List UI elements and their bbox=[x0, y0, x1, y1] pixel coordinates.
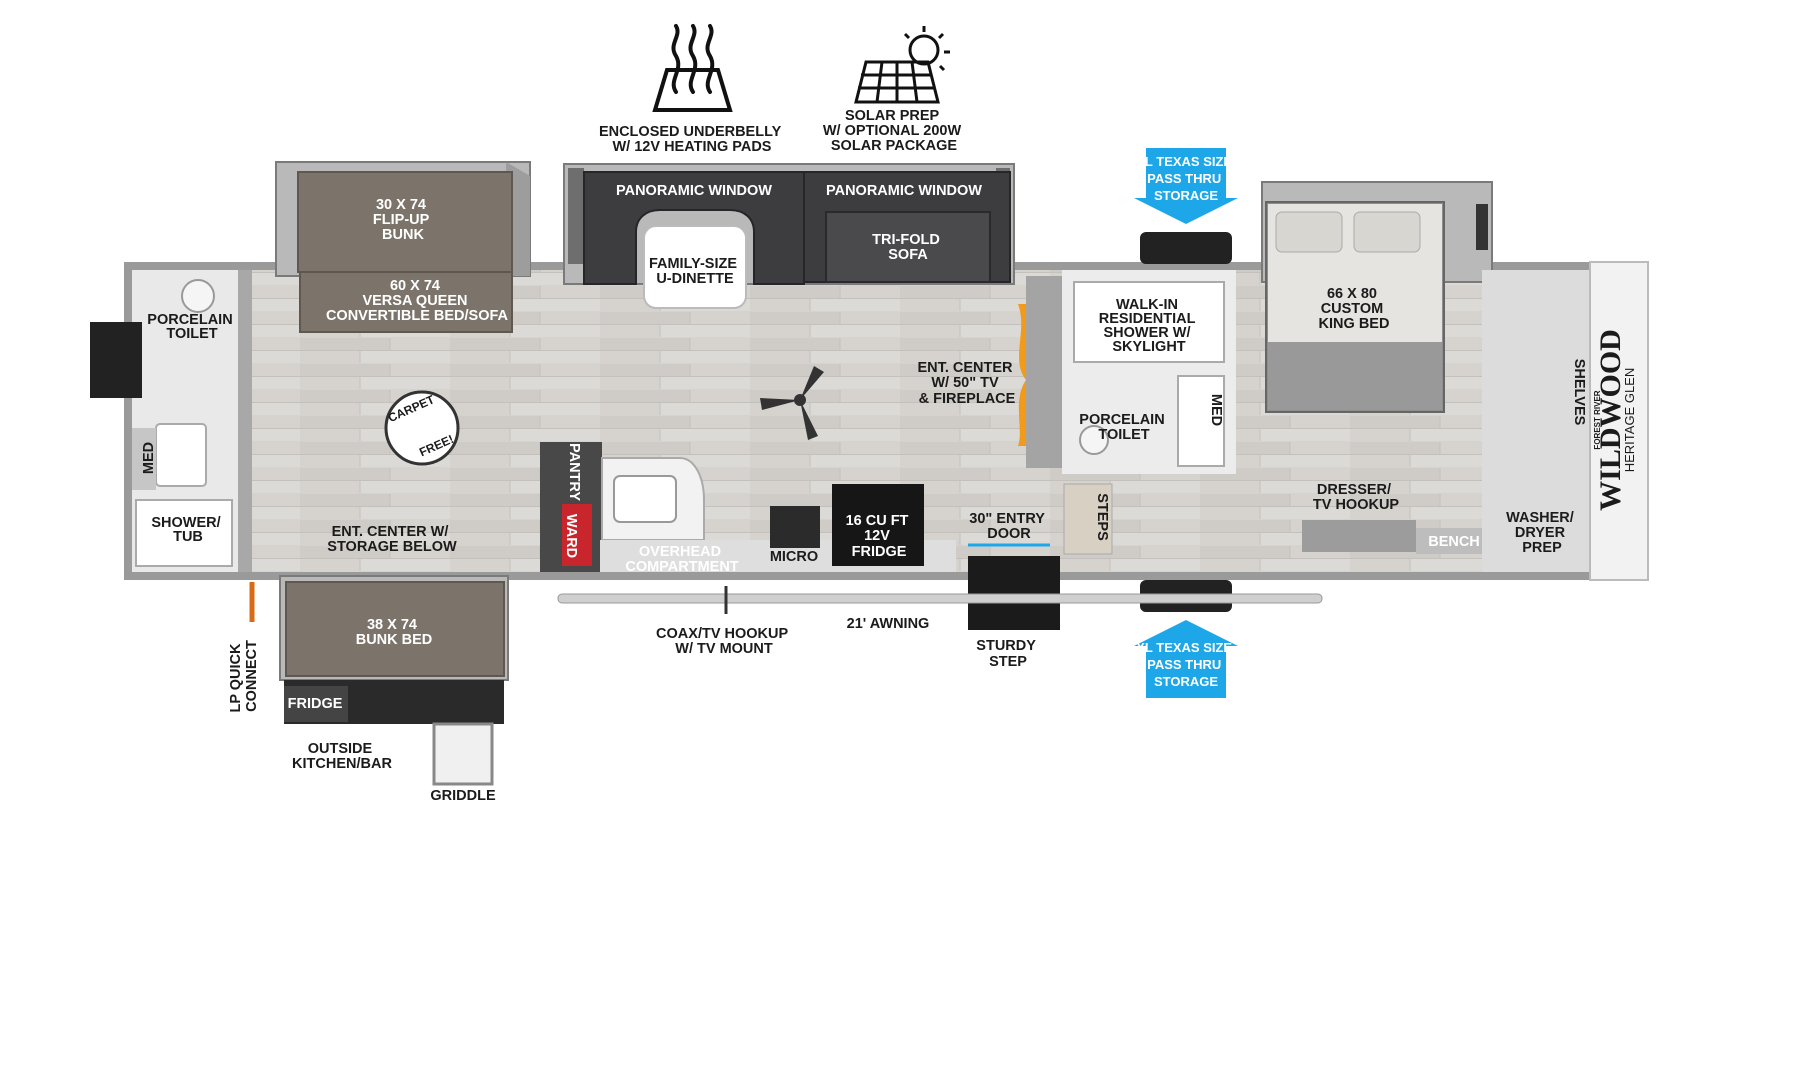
underbelly-heat-icon bbox=[652, 24, 733, 112]
svg-text:XL TEXAS SIZE PASS THRU: XL TEXAS SIZE PASS THRU STORAGE bbox=[1136, 640, 1235, 689]
sturdy-step-graphic bbox=[968, 556, 1060, 630]
kitchen bbox=[540, 442, 956, 572]
coax-label: COAX/TV HOOKUP W/ TV MOUNT bbox=[656, 626, 792, 657]
shower-tub-label: SHOWER/ TUB bbox=[151, 515, 224, 545]
carpet-free-badge: CARPET FREE! bbox=[384, 390, 460, 466]
entry-door-label: 30" ENTRY DOOR bbox=[969, 511, 1048, 542]
ent-center-tv-label: ENT. CENTER W/ 50" TV & FIREPLACE bbox=[917, 360, 1016, 407]
overhead-compartment-label: OVERHEAD COMPARTMENT bbox=[625, 544, 738, 575]
rear-bath bbox=[90, 270, 252, 572]
fridge-main-label: 16 CU FT 12V FRIDGE bbox=[846, 513, 913, 560]
pantry-label: PANTRY bbox=[566, 443, 582, 501]
svg-text:XL TEXAS SIZE PASS THRU: XL TEXAS SIZE PASS THRU STORAGE bbox=[1136, 154, 1235, 203]
dresser-label: DRESSER/ TV HOOKUP bbox=[1313, 482, 1400, 513]
ent-center-storage-label: ENT. CENTER W/ STORAGE BELOW bbox=[327, 524, 457, 555]
versa-queen-label: 60 X 74 VERSA QUEEN CONVERTIBLE BED/SOFA bbox=[326, 278, 509, 324]
bench-label: BENCH bbox=[1428, 534, 1480, 550]
walk-in-shower-label: WALK-IN RESIDENTIAL SHOWER W/ SKYLIGHT bbox=[1099, 297, 1199, 355]
living-slideout bbox=[563, 163, 1015, 309]
sturdy-step-label: STURDY STEP bbox=[976, 638, 1039, 670]
king-bed-label: 66 X 80 CUSTOM KING BED bbox=[1319, 286, 1390, 332]
svg-text:WILDWOOD: WILDWOOD bbox=[1594, 329, 1627, 511]
ent-center bbox=[1018, 276, 1062, 468]
tri-fold-sofa-label: TRI-FOLD SOFA bbox=[872, 232, 944, 263]
outside-kitchen-label: OUTSIDE KITCHEN/BAR bbox=[292, 741, 392, 772]
texas-storage-callout-bottom: XL TEXAS SIZE PASS THRU STORAGE bbox=[1134, 620, 1238, 698]
ceiling-fan-icon bbox=[760, 366, 824, 440]
texas-storage-callout-top: XL TEXAS SIZE PASS THRU STORAGE bbox=[1134, 148, 1238, 224]
griddle-label: GRIDDLE bbox=[430, 788, 496, 804]
panoramic-window-right: PANORAMIC WINDOW bbox=[826, 183, 982, 199]
steps-label: STEPS bbox=[1094, 493, 1110, 541]
med-right-label: MED bbox=[1208, 394, 1224, 426]
shelves-label: SHELVES bbox=[1571, 359, 1587, 426]
med-left-label: MED bbox=[141, 442, 157, 474]
svg-text:FOREST RIVER: FOREST RIVER bbox=[1593, 390, 1602, 449]
flip-up-bunk-label: 30 X 74 FLIP-UP BUNK bbox=[373, 197, 433, 243]
wildwood-logo: FOREST RIVER WILDWOOD HERITAGE GLEN bbox=[1593, 329, 1637, 511]
svg-text:HERITAGE GLEN: HERITAGE GLEN bbox=[1622, 368, 1637, 473]
porcelain-toilet-left-label: PORCELAIN TOILET bbox=[147, 312, 236, 342]
bunk-bed-slideout bbox=[279, 575, 509, 786]
washer-dryer-label: WASHER/ DRYER PREP bbox=[1506, 510, 1578, 556]
underbelly-label: ENCLOSED UNDERBELLY W/ 12V HEATING PADS bbox=[599, 124, 785, 155]
awning-bar bbox=[557, 593, 1323, 604]
front-closet bbox=[1302, 261, 1649, 581]
bedroom-slideout bbox=[1261, 181, 1493, 413]
lp-quick-connect-label: LP QUICK CONNECT bbox=[228, 639, 260, 712]
pass-thru-top bbox=[1140, 232, 1232, 264]
solar-panel-icon bbox=[854, 26, 950, 104]
awning-label: 21' AWNING bbox=[847, 616, 930, 632]
panoramic-window-left: PANORAMIC WINDOW bbox=[616, 183, 772, 199]
solar-label: SOLAR PREP W/ OPTIONAL 200W SOLAR PACKAG… bbox=[823, 108, 965, 154]
ward-label: WARD bbox=[563, 514, 579, 558]
u-dinette-label: FAMILY-SIZE U-DINETTE bbox=[649, 256, 741, 287]
outside-fridge-label: FRIDGE bbox=[288, 696, 343, 712]
bunk-bed-label: 38 X 74 BUNK BED bbox=[356, 617, 433, 648]
porcelain-toilet-right-label: PORCELAIN TOILET bbox=[1079, 412, 1168, 443]
bunk-slideout bbox=[275, 161, 531, 333]
micro-label: MICRO bbox=[770, 549, 818, 565]
mid-bath bbox=[1062, 270, 1236, 555]
